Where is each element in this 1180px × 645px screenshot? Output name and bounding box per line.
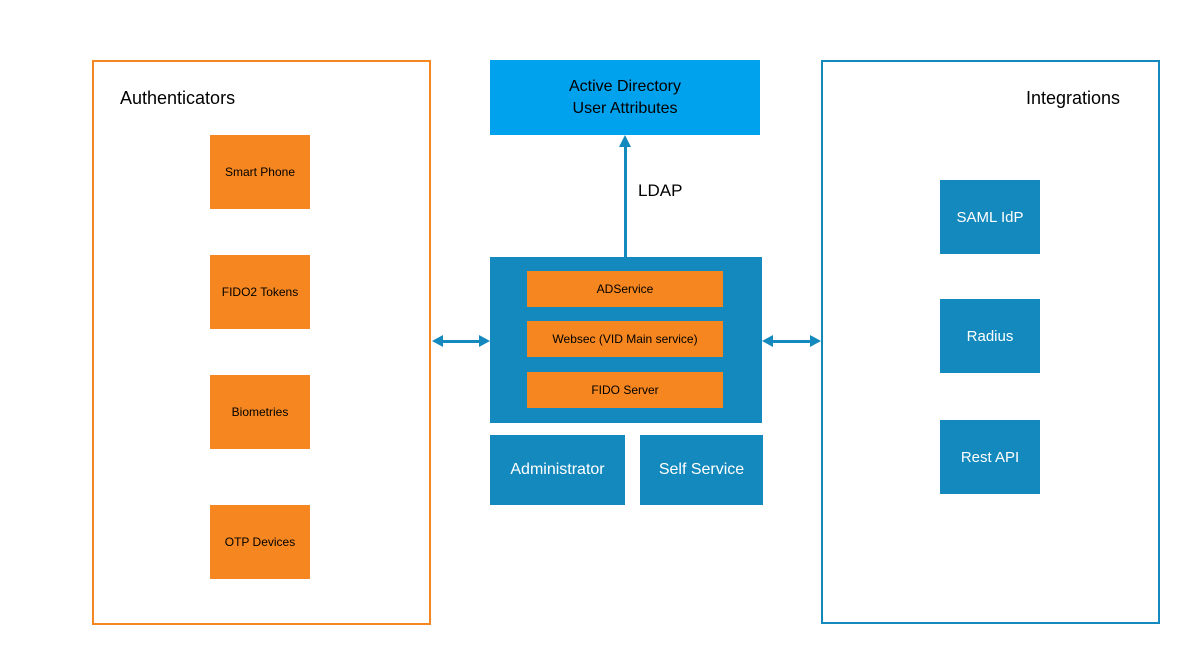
self-service-box: Self Service	[640, 435, 763, 505]
ldap-label: LDAP	[638, 181, 683, 200]
authenticator-box-otp-devices: OTP Devices	[210, 505, 310, 579]
core-integrations-arrow	[762, 333, 821, 349]
arrow-left-head-icon	[762, 335, 773, 347]
authenticator-box-smart-phone: Smart Phone	[210, 135, 310, 209]
arrow-right-head-icon	[479, 335, 490, 347]
ldap-arrow	[624, 146, 627, 257]
integrations-panel-title: Integrations	[1025, 88, 1120, 108]
authenticator-box-biometries: Biometries	[210, 375, 310, 449]
administrator-box: Administrator	[490, 435, 625, 505]
integration-box-rest-api: Rest API	[940, 420, 1040, 494]
ldap-arrow-head-icon	[619, 135, 631, 147]
integration-box-saml-idp: SAML IdP	[940, 180, 1040, 254]
service-bar-websec: Websec (VID Main service)	[527, 321, 723, 357]
authenticator-box-fido2-tokens: FIDO2 Tokens	[210, 255, 310, 329]
service-bar-fido-server: FIDO Server	[527, 372, 723, 408]
authenticators-panel-title: Authenticators	[120, 88, 236, 108]
service-bar-adservice: ADService	[527, 271, 723, 307]
active-directory-line2: User Attributes	[572, 99, 678, 117]
active-directory-box: Active Directory User Attributes	[490, 60, 760, 135]
authenticators-core-arrow	[432, 333, 490, 349]
active-directory-line1: Active Directory	[568, 77, 682, 95]
arrow-line	[771, 339, 812, 343]
arrow-left-head-icon	[432, 335, 443, 347]
arrow-right-head-icon	[810, 335, 821, 347]
arrow-line	[441, 339, 481, 343]
integration-box-radius: Radius	[940, 299, 1040, 373]
